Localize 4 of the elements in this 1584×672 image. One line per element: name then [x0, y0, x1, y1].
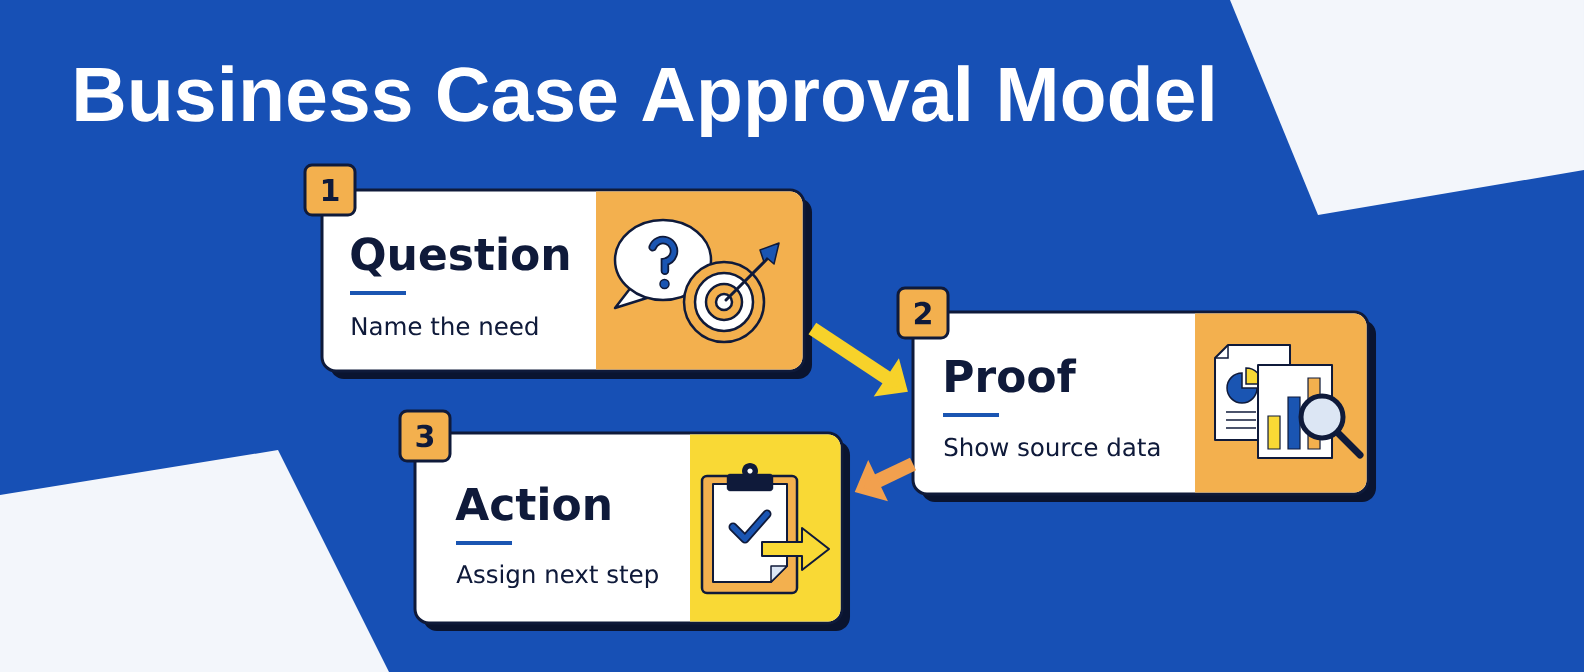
number-badge: 3 — [398, 409, 452, 463]
title: Business Case Approval Model — [76, 65, 1213, 137]
number-badge: 2 — [896, 286, 950, 340]
number-badge: 1 — [303, 163, 357, 217]
